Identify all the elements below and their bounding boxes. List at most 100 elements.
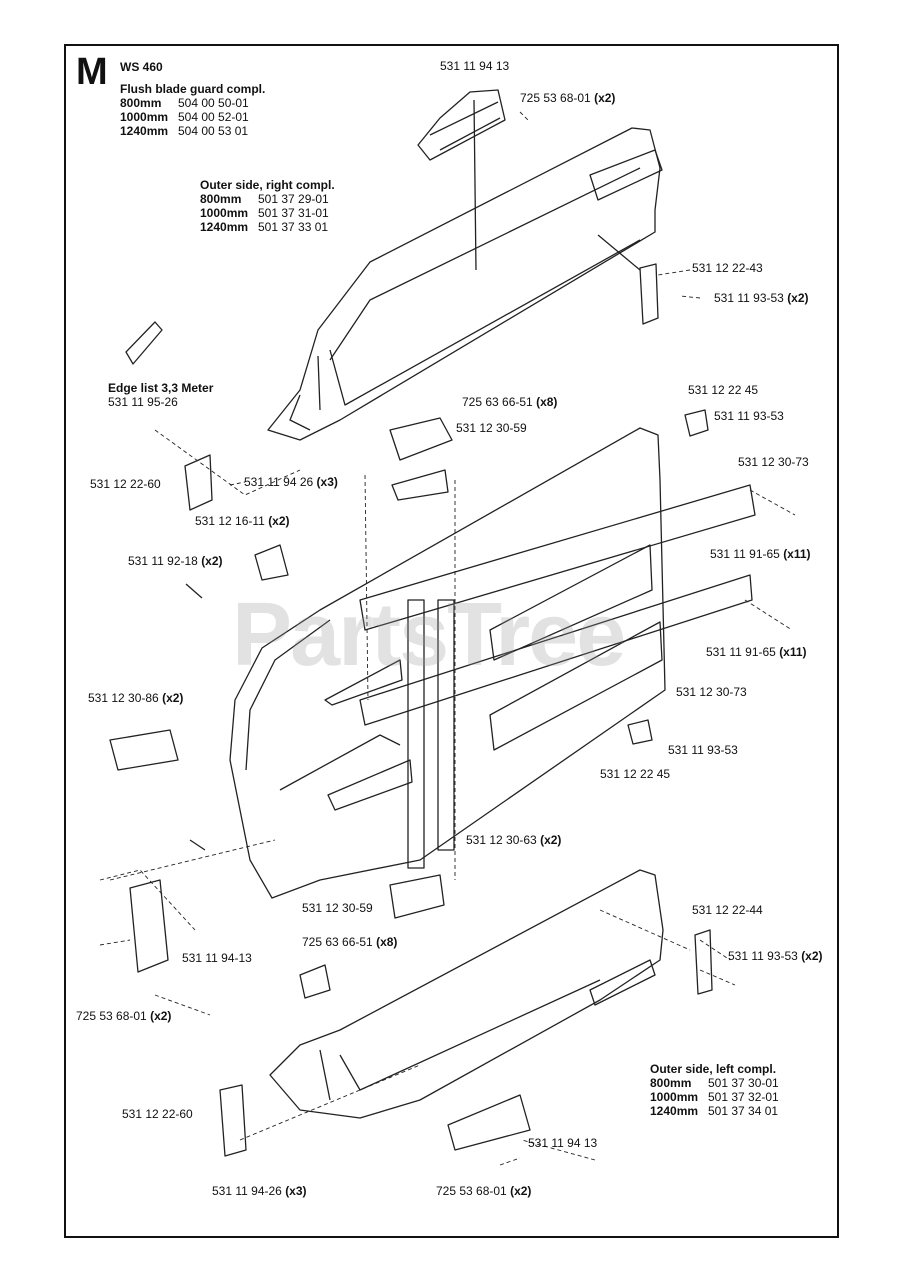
flush-guard-heading: Flush blade guard compl. [120,82,266,96]
callout-label: 725 53 68-01 (x2) [520,92,615,105]
part-number: 531 12 22-43 [692,261,763,275]
hardware-parts [109,409,713,1157]
part-number: 531 11 91-65 [706,645,776,659]
edge-list-part: 531 11 95-26 [108,395,178,409]
part-number: 531 12 16-11 [195,514,265,528]
callout-label: 531 11 94 13 [440,60,509,73]
part-number: 725 53 68-01 [76,1009,147,1023]
callout-label: 531 12 30-73 [738,456,809,469]
flush-blade-guard-panel [229,427,756,899]
part-number: 531 11 93-53 [668,743,738,757]
callout-label: 531 12 22-44 [692,904,763,917]
part-number: 501 37 30-01 [708,1076,779,1090]
size: 1000mm [200,206,249,220]
part-number: 725 63 66-51 [462,395,533,409]
quantity: (x2) [801,949,823,963]
callout-label: 531 11 91-65 (x11) [710,548,811,561]
size: 800mm [200,192,242,206]
upper-blade-bracket [417,89,506,271]
callout-label: 531 11 94-26 (x3) [212,1185,307,1198]
size: 1240mm [120,124,169,138]
part-number: 501 37 31-01 [258,206,329,220]
outer-left-block: Outer side, left compl. 800mm 501 37 30-0… [650,1062,779,1118]
part-number: 531 11 94-26 [212,1184,282,1198]
part-number: 531 11 93-53 [728,949,798,963]
callout-label: 531 12 22-60 [90,478,161,491]
callout-label: 531 12 30-63 (x2) [466,834,561,847]
outer-left-row: 800mm 501 37 30-01 [650,1076,779,1090]
part-number: 531 12 22-60 [90,477,161,491]
part-number: 531 12 22-60 [122,1107,193,1121]
quantity: (x2) [268,514,290,528]
callout-label: 725 53 68-01 (x2) [436,1185,531,1198]
flush-guard-block: Flush blade guard compl. 800mm 504 00 50-… [120,82,265,138]
part-number: 531 12 30-59 [302,901,373,915]
part-number: 531 11 93-53 [714,409,784,423]
part-number: 531 11 94 13 [440,59,510,73]
quantity: (x2) [594,91,616,105]
quantity: (x3) [285,1184,307,1198]
part-number: 531 11 91-65 [710,547,780,561]
part-number: 531 12 30-86 [88,691,159,705]
edge-list [125,321,163,365]
callout-label: 531 12 22 45 [600,768,670,781]
quantity: (x2) [150,1009,172,1023]
section-letter: M [76,51,108,93]
leader-lines [99,111,796,1166]
outer-right-row: 1000mm 501 37 31-01 [200,206,335,220]
callout-label: 531 11 93-53 [668,744,738,757]
quantity: (x2) [787,291,809,305]
diagram-frame [64,44,839,1238]
callout-label: 531 12 16-11 (x2) [195,515,290,528]
callout-label: 725 63 66-51 (x8) [462,396,557,409]
size: 1240mm [200,220,249,234]
quantity: (x2) [540,833,562,847]
quantity: (x8) [376,935,398,949]
callout-label: 531 11 92-18 (x2) [128,555,223,568]
callout-label: 531 11 94-13 [182,952,252,965]
part-number: 531 12 30-59 [456,421,527,435]
part-number: 531 12 22 45 [600,767,671,781]
part-number: 504 00 50-01 [178,96,249,110]
size: 1000mm [650,1090,699,1104]
callout-label: 531 11 93-53 (x2) [728,950,823,963]
callout-label: 531 11 93-53 (x2) [714,292,809,305]
part-number: 531 12 30-63 [466,833,537,847]
callout-label: 531 12 30-86 (x2) [88,692,183,705]
callout-label: 531 12 22-43 [692,262,763,275]
callout-label: 531 11 94 13 [528,1137,597,1150]
part-number: 531 11 92-18 [128,554,198,568]
model-name: WS 460 [120,60,163,74]
callout-label: 725 53 68-01 (x2) [76,1010,171,1023]
callout-label: 531 11 93-53 [714,410,784,423]
outer-side-right-panel [267,127,663,441]
outer-right-heading: Outer side, right compl. [200,178,335,192]
size: 1240mm [650,1104,699,1118]
edge-list-heading: Edge list 3,3 Meter [108,381,214,395]
callout-label: 531 12 30-59 [456,422,527,435]
flush-guard-row: 800mm 504 00 50-01 [120,96,265,110]
callout-label: 725 63 66-51 (x8) [302,936,397,949]
outer-left-heading: Outer side, left compl. [650,1062,777,1076]
part-number: 531 12 30-73 [676,685,747,699]
part-number: 504 00 53 01 [178,124,249,138]
part-number: 531 12 30-73 [738,455,809,469]
callout-label: 531 11 94 26 (x3) [244,476,338,489]
part-number: 531 11 94-13 [182,951,252,965]
quantity: (x2) [201,554,223,568]
plate-upper-right [597,234,659,325]
size: 800mm [120,96,162,110]
quantity: (x11) [783,547,811,561]
callout-label: 531 12 22 45 [688,384,758,397]
part-number: 725 63 66-51 [302,935,373,949]
flush-guard-row: 1240mm 504 00 53 01 [120,124,265,138]
quantity: (x8) [536,395,558,409]
size: 800mm [650,1076,692,1090]
callout-label: 531 12 30-59 [302,902,373,915]
quantity: (x2) [162,691,184,705]
